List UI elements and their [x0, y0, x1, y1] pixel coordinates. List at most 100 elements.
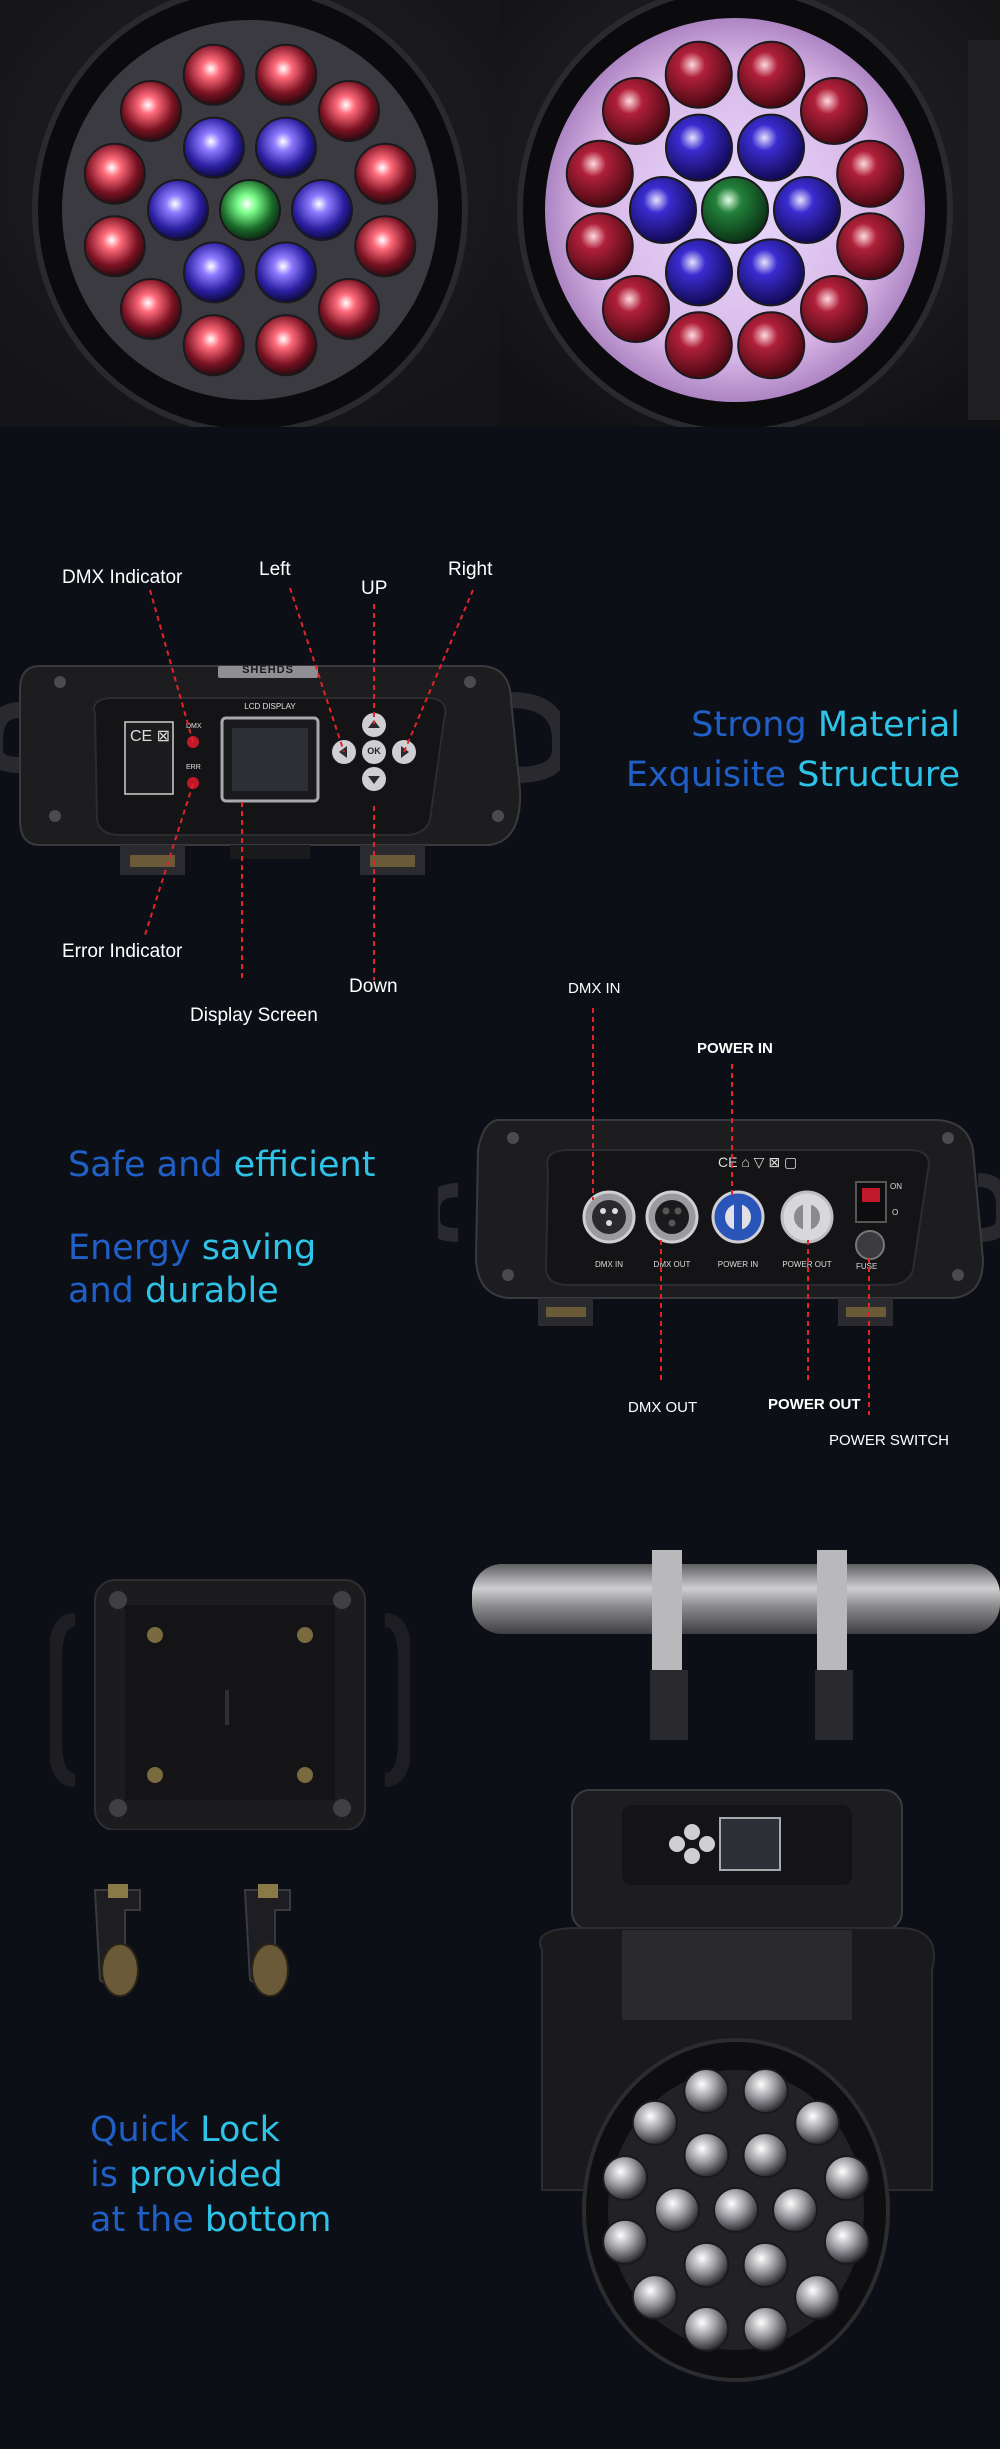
led-lens — [683, 2241, 730, 2288]
led-lens — [629, 176, 697, 244]
led-lens — [836, 212, 905, 281]
led-lens — [664, 311, 733, 380]
label-dmx-in: DMX IN — [568, 980, 621, 997]
label-dmx-indicator: DMX Indicator — [62, 567, 183, 588]
headline-structure: Structure — [797, 755, 960, 795]
led-lens — [631, 2099, 678, 2146]
led-lens — [742, 2306, 789, 2353]
slogan-safe-b: efficient — [233, 1145, 376, 1185]
led-lens — [602, 2218, 649, 2265]
quick-lock-line3: at the bottom — [90, 2200, 331, 2240]
led-lens — [683, 2132, 730, 2179]
label-display-screen: Display Screen — [190, 1005, 318, 1026]
switch-on-text: ON — [890, 1182, 902, 1191]
slogan-durable-b: durable — [145, 1271, 279, 1311]
rear-cert-marks: CE ⌂ ▽ ⊠ ▢ — [718, 1154, 798, 1170]
led-lens — [737, 238, 805, 307]
led-lens — [120, 277, 183, 340]
led-lens — [799, 77, 868, 146]
led-lens — [742, 2241, 789, 2288]
led-lens — [183, 241, 245, 304]
led-lens — [772, 2187, 819, 2233]
led-lens — [255, 314, 318, 377]
slogan-durable-a: and — [68, 1271, 134, 1311]
led-lens — [255, 116, 317, 179]
led-fixture-photo-right — [500, 0, 1000, 435]
label-left: Left — [259, 559, 291, 580]
port-fuse-text: FUSE — [856, 1262, 878, 1271]
front-logo: SHEHDS — [242, 664, 294, 676]
led-lens — [823, 2218, 870, 2265]
err-tag: ERR — [186, 764, 201, 771]
led-lens — [665, 238, 733, 307]
headline-material: Material — [817, 705, 960, 745]
led-lens — [701, 176, 769, 244]
led-lens — [219, 179, 281, 241]
led-lens — [602, 274, 671, 343]
led-lens — [631, 2274, 678, 2321]
btn-ok-shape — [362, 740, 386, 764]
led-lens — [653, 2187, 700, 2233]
led-lens — [737, 40, 806, 109]
label-power-out: POWER OUT — [768, 1396, 861, 1413]
quick-lock-clamps — [80, 1870, 340, 2030]
label-down: Down — [349, 976, 398, 997]
port-dmx-in-text: DMX IN — [595, 1260, 623, 1269]
led-lens — [182, 314, 245, 377]
quick-lock-bottom: bottom — [204, 2200, 332, 2240]
headline-line2: Exquisite Structure — [626, 755, 960, 795]
ok-button-label: OK — [367, 746, 381, 756]
headline-line1: Strong Material — [691, 705, 960, 745]
error-led — [187, 777, 199, 789]
led-lens — [120, 80, 183, 143]
led-lens — [565, 212, 634, 281]
rear-panel-svg — [426, 1119, 1000, 1326]
slogan-safe-a: Safe and — [68, 1145, 223, 1185]
led-lens — [83, 215, 146, 278]
hanging-fixture-svg — [472, 1550, 1000, 2382]
led-lens — [602, 2155, 649, 2202]
base-plate-svg — [48, 1579, 412, 1831]
led-lens — [602, 77, 671, 146]
led-lens — [147, 179, 209, 241]
led-lens — [255, 241, 317, 304]
quick-lock-lock: Lock — [200, 2110, 280, 2150]
clamps-svg — [93, 1884, 291, 1997]
hanging-fixture-photo — [472, 1550, 1000, 2444]
label-right: Right — [448, 559, 493, 580]
led-lens — [664, 40, 733, 109]
rear-leaders — [592, 1008, 870, 1415]
led-lens — [291, 179, 353, 241]
slogan-energy: Energy saving — [68, 1228, 316, 1268]
led-left-svg — [0, 0, 500, 435]
quick-lock-is: is — [90, 2155, 118, 2195]
port-power-in-text: POWER IN — [717, 1260, 759, 1269]
led-lens — [737, 113, 805, 182]
led-lens — [183, 116, 245, 179]
led-lens — [737, 311, 806, 380]
led-lens — [317, 80, 380, 143]
led-lens — [354, 215, 417, 278]
label-error-indicator: Error Indicator — [62, 941, 183, 962]
led-lens — [713, 2187, 759, 2233]
label-power-switch: POWER SWITCH — [829, 1432, 949, 1449]
led-lens — [794, 2099, 841, 2146]
quick-lock-line2: is provided — [90, 2155, 283, 2195]
led-lens — [565, 139, 634, 208]
led-lens — [773, 176, 841, 244]
front-leaders — [144, 587, 474, 980]
quick-lock-at-the: at the — [90, 2200, 194, 2240]
lcd-caption: LCD DISPLAY — [244, 702, 296, 711]
quick-lock-line1: Quick Lock — [90, 2110, 280, 2150]
led-lens — [683, 2067, 730, 2114]
front-control-panel: SHEHDS LCD DISPLAY DMX ERR OK CE ⊠ — [0, 640, 568, 900]
led-lens — [683, 2306, 730, 2353]
rear-connector-panel: CE ⌂ ▽ ⊠ ▢ DMX IN DMX OUT POWER IN POWER… — [426, 1110, 1000, 1350]
led-lens — [823, 2155, 870, 2202]
slogan-safe: Safe and efficient — [68, 1145, 375, 1185]
slogan-durable: and durable — [68, 1271, 279, 1311]
led-lens — [799, 274, 868, 343]
led-lens — [317, 277, 380, 340]
front-panel-svg — [0, 665, 568, 875]
led-lens — [255, 43, 318, 106]
